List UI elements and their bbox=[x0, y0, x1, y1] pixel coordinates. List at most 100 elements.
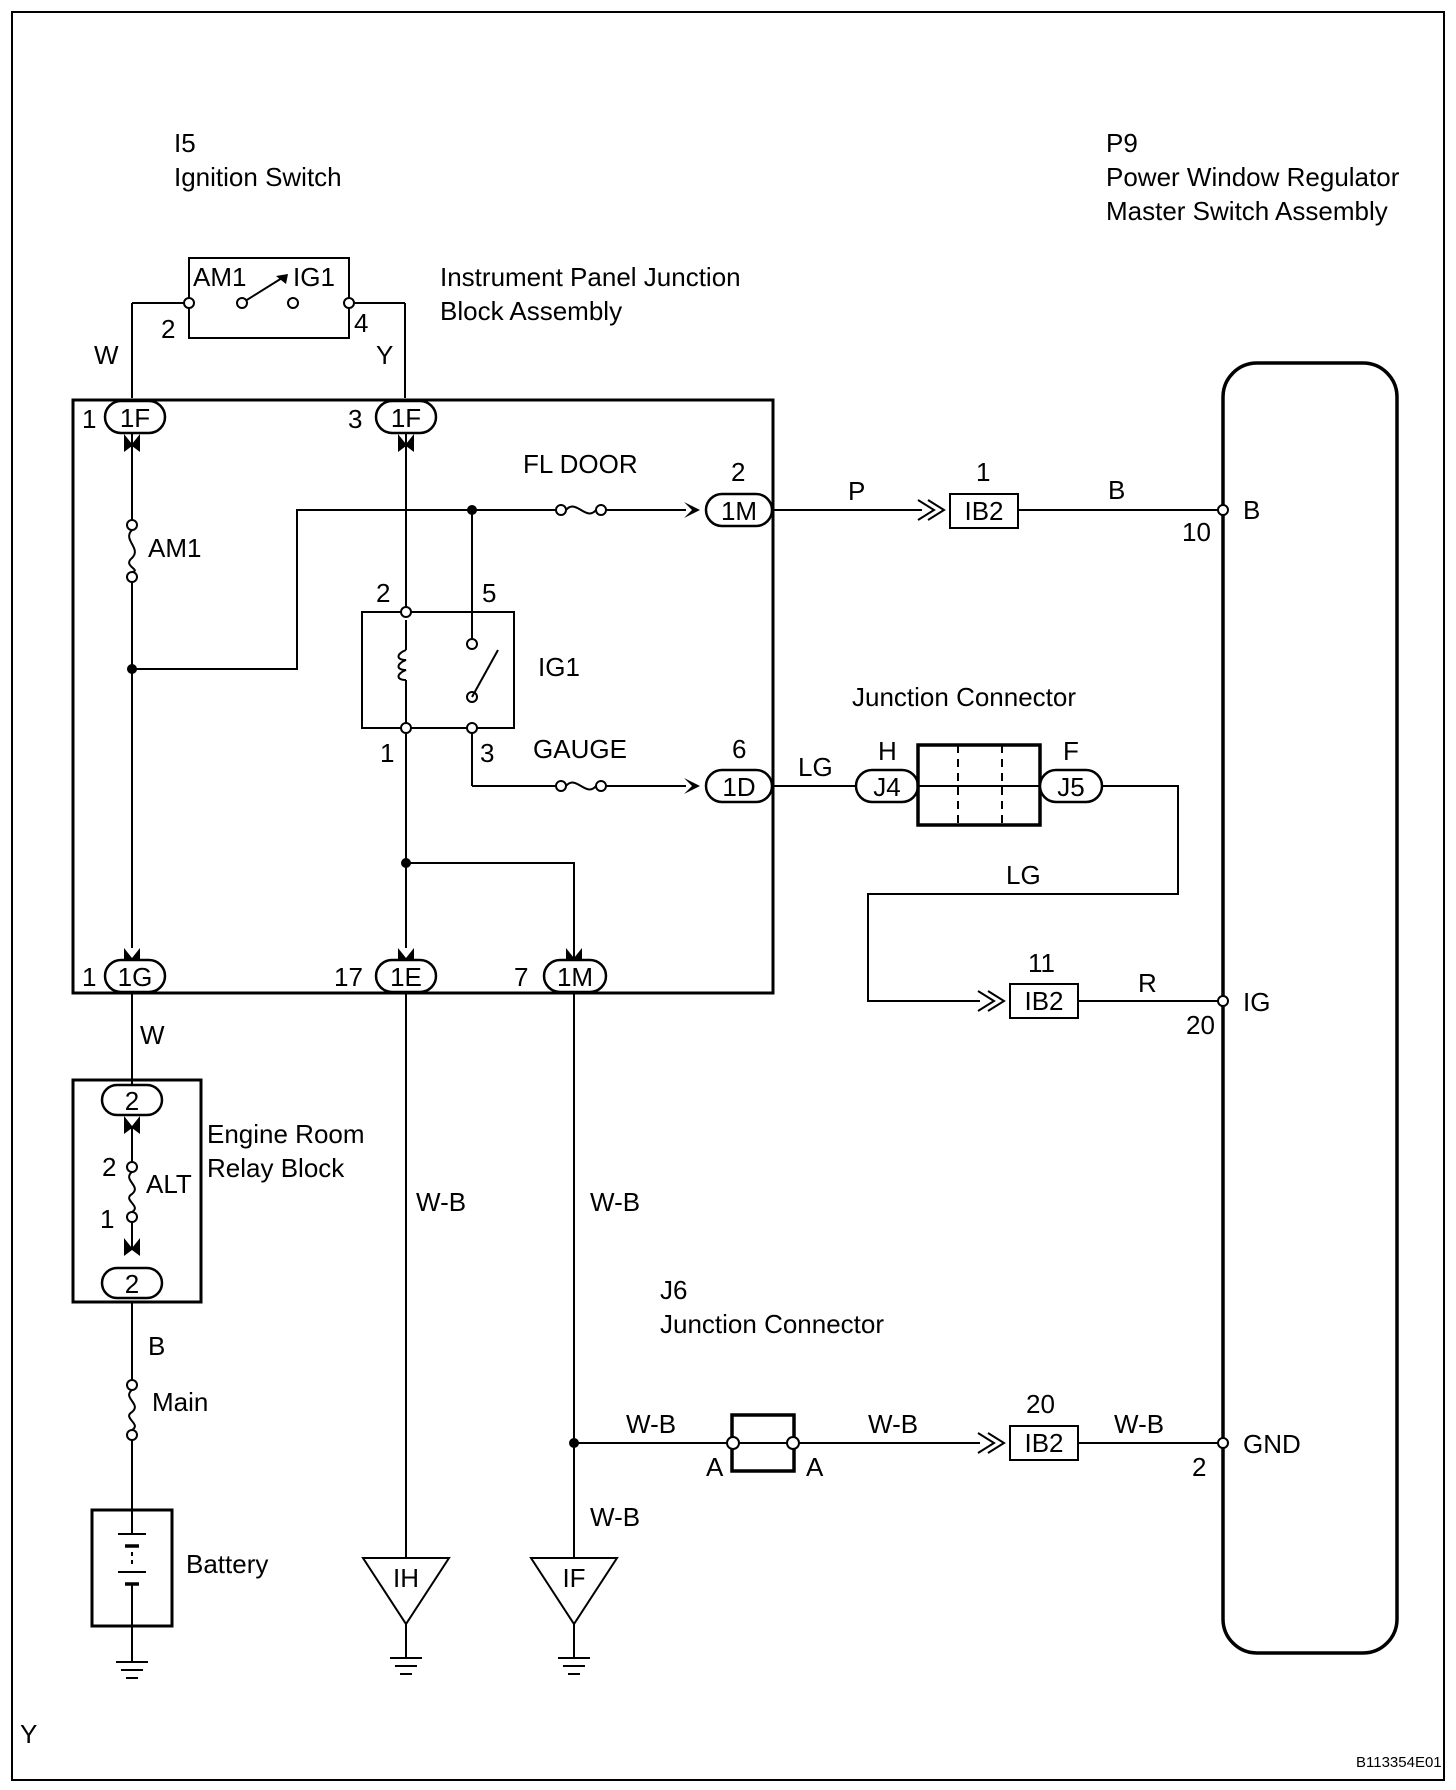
ignition-switch-title: I5 Ignition Switch bbox=[174, 128, 342, 192]
svg-text:17: 17 bbox=[334, 962, 363, 992]
svg-text:IF: IF bbox=[562, 1563, 585, 1593]
svg-text:GND: GND bbox=[1243, 1429, 1301, 1459]
fuse-fl-door: FL DOOR bbox=[523, 449, 638, 516]
svg-text:1: 1 bbox=[976, 457, 990, 487]
fuse-am1: AM1 bbox=[126, 519, 201, 583]
svg-text:4: 4 bbox=[354, 308, 368, 338]
svg-text:P9: P9 bbox=[1106, 128, 1138, 158]
svg-text:2: 2 bbox=[102, 1152, 116, 1182]
svg-text:W-B: W-B bbox=[1114, 1409, 1164, 1439]
svg-text:11: 11 bbox=[1028, 948, 1055, 978]
svg-text:B: B bbox=[148, 1331, 165, 1361]
ign-contact-ig1 bbox=[287, 297, 299, 309]
svg-text:FL DOOR: FL DOOR bbox=[523, 449, 638, 479]
svg-text:7: 7 bbox=[514, 962, 528, 992]
svg-text:1F: 1F bbox=[120, 403, 150, 433]
terminal-b: B 10 bbox=[1182, 495, 1260, 547]
svg-text:I5: I5 bbox=[174, 128, 196, 158]
svg-text:IG1: IG1 bbox=[538, 652, 580, 682]
svg-text:1D: 1D bbox=[722, 772, 755, 802]
connector-1m-top: 1M 2 bbox=[704, 457, 774, 528]
svg-text:W-B: W-B bbox=[590, 1502, 640, 1532]
svg-text:Master Switch Assembly: Master Switch Assembly bbox=[1106, 196, 1388, 226]
svg-text:IB2: IB2 bbox=[1024, 1428, 1063, 1458]
svg-text:W-B: W-B bbox=[590, 1187, 640, 1217]
junction-connector: Junction Connector bbox=[852, 682, 1076, 827]
ground-symbol-battery bbox=[116, 1661, 148, 1679]
connector-1e: 1E 17 bbox=[334, 958, 438, 994]
svg-text:2: 2 bbox=[161, 314, 175, 344]
connector-j5: J5 F bbox=[1038, 736, 1104, 804]
svg-text:2: 2 bbox=[731, 457, 745, 487]
svg-text:Battery: Battery bbox=[186, 1549, 268, 1579]
svg-text:Block Assembly: Block Assembly bbox=[440, 296, 622, 326]
svg-text:1: 1 bbox=[380, 738, 394, 768]
fuse-alt: ALT 2 1 bbox=[100, 1152, 192, 1234]
j6-title: J6 Junction Connector bbox=[660, 1275, 884, 1339]
svg-text:GAUGE: GAUGE bbox=[533, 734, 627, 764]
svg-text:1E: 1E bbox=[390, 962, 422, 992]
svg-text:Main: Main bbox=[152, 1387, 208, 1417]
connector-1d: 1D 6 bbox=[704, 734, 774, 804]
svg-text:A: A bbox=[706, 1452, 724, 1482]
connector-er-top: 2 bbox=[100, 1083, 164, 1117]
connector-ib2-3: IB2 20 bbox=[1009, 1389, 1079, 1461]
ign-contact-am1 bbox=[236, 297, 248, 309]
terminal-gnd: GND 2 bbox=[1192, 1429, 1301, 1482]
svg-text:J4: J4 bbox=[873, 772, 900, 802]
svg-text:1F: 1F bbox=[391, 403, 421, 433]
svg-text:1: 1 bbox=[82, 404, 96, 434]
svg-text:Y: Y bbox=[376, 340, 393, 370]
svg-text:W-B: W-B bbox=[868, 1409, 918, 1439]
battery: Battery bbox=[90, 1508, 268, 1628]
svg-text:IH: IH bbox=[393, 1563, 419, 1593]
master-switch-box bbox=[1221, 361, 1399, 1655]
svg-text:Engine Room: Engine Room bbox=[207, 1119, 365, 1149]
ign-terminal-2 bbox=[183, 297, 195, 309]
svg-text:2: 2 bbox=[125, 1269, 139, 1299]
svg-text:B: B bbox=[1243, 495, 1260, 525]
connector-ib2-1: IB2 1 bbox=[949, 457, 1019, 529]
terminal-ig: IG 20 bbox=[1186, 987, 1270, 1040]
svg-text:Junction Connector: Junction Connector bbox=[852, 682, 1076, 712]
ground-if: IF bbox=[529, 1557, 619, 1675]
svg-text:AM1: AM1 bbox=[193, 262, 246, 292]
relay-ig1: IG1 2 5 1 3 bbox=[361, 510, 580, 768]
svg-text:W: W bbox=[94, 340, 119, 370]
fuse-main: Main bbox=[126, 1379, 208, 1441]
svg-text:3: 3 bbox=[348, 404, 362, 434]
ground-ih: IH bbox=[361, 1557, 451, 1675]
master-switch-title: P9 Power Window Regulator Master Switch … bbox=[1106, 128, 1400, 226]
svg-text:A: A bbox=[806, 1452, 824, 1482]
connector-j4: J4 H bbox=[854, 736, 920, 804]
svg-text:P: P bbox=[848, 476, 865, 506]
svg-text:IG: IG bbox=[1243, 987, 1270, 1017]
svg-text:J5: J5 bbox=[1057, 772, 1084, 802]
svg-text:2: 2 bbox=[125, 1086, 139, 1116]
corner-mark: Y bbox=[20, 1719, 37, 1749]
svg-text:3: 3 bbox=[480, 738, 494, 768]
svg-text:2: 2 bbox=[376, 578, 390, 608]
svg-text:W-B: W-B bbox=[416, 1187, 466, 1217]
ipjb-box bbox=[71, 398, 775, 995]
svg-text:Ignition Switch: Ignition Switch bbox=[174, 162, 342, 192]
svg-text:LG: LG bbox=[1006, 860, 1041, 890]
svg-text:J6: J6 bbox=[660, 1275, 687, 1305]
svg-text:H: H bbox=[878, 736, 897, 766]
connector-1m-bottom: 1M 7 bbox=[514, 958, 608, 994]
ign-terminal-4 bbox=[343, 297, 355, 309]
svg-text:Power Window Regulator: Power Window Regulator bbox=[1106, 162, 1400, 192]
connector-1f-ig1: 1F 3 bbox=[348, 399, 438, 435]
svg-text:6: 6 bbox=[732, 734, 746, 764]
svg-text:B: B bbox=[1108, 475, 1125, 505]
svg-text:1: 1 bbox=[82, 962, 96, 992]
svg-text:20: 20 bbox=[1026, 1389, 1055, 1419]
svg-text:AM1: AM1 bbox=[148, 533, 201, 563]
svg-text:W-B: W-B bbox=[626, 1409, 676, 1439]
svg-text:Instrument Panel Junction: Instrument Panel Junction bbox=[440, 262, 741, 292]
svg-text:R: R bbox=[1138, 968, 1157, 998]
svg-text:Junction Connector: Junction Connector bbox=[660, 1309, 884, 1339]
connector-1g: 1G 1 bbox=[82, 958, 167, 994]
svg-text:20: 20 bbox=[1186, 1010, 1215, 1040]
